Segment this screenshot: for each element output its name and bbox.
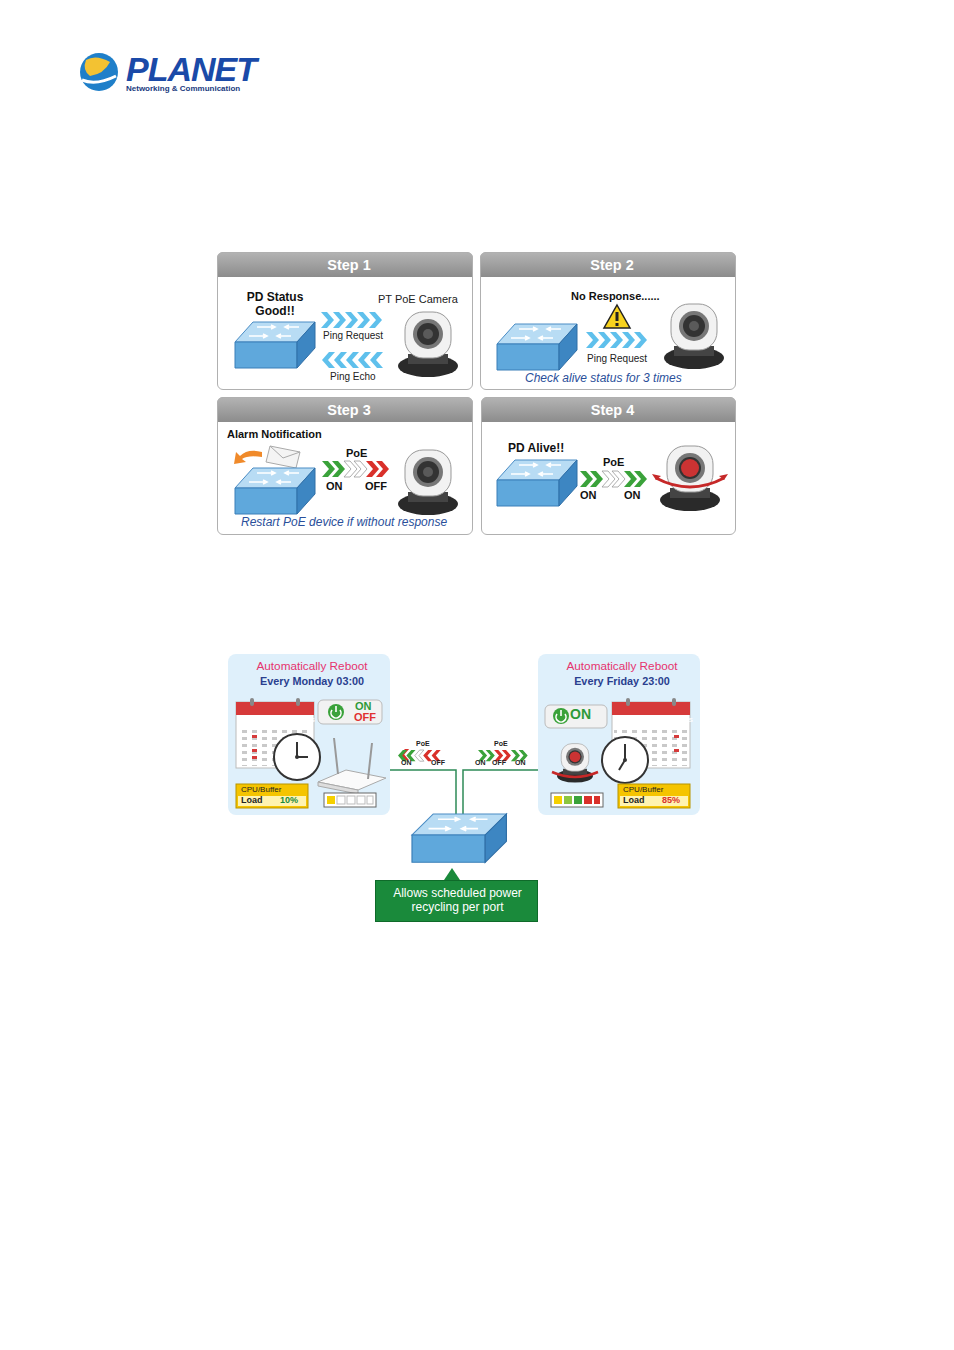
step-panel: Step 1PD Status Good!!PT PoE CameraPing … [217,252,473,390]
logo-text: PLANET [126,50,256,89]
poe-label: PoE [494,740,508,748]
label-text: Every Monday 03:00 [231,675,393,687]
label-text: ON [355,700,372,713]
label-text: S M T W T F S [617,717,696,724]
label-text: Load [241,795,263,805]
poe-label: ON [401,759,412,767]
label-text: PD Status Good!! [240,291,310,319]
label-text: Restart PoE device if without response [241,516,447,530]
label-text: PoE [603,456,624,469]
schedule-panel: Automatically RebootEvery Friday 23:00ON… [538,654,700,815]
label-text: CPU/Buffer [623,785,663,794]
label-text: PoE [346,447,367,460]
label-text: Automatically Reboot [541,659,703,673]
label-text: Ping Request [587,353,647,365]
label-text: ON [580,489,597,502]
label-text: PD Alive!! [508,442,564,456]
feature-box: Allows scheduled power recycling per por… [375,880,538,922]
label-text: CPU/Buffer [241,785,281,794]
poe-label: OFF [492,759,506,767]
label-text: S M T W T F S [239,717,318,724]
label-text: Step 4 [485,402,740,419]
label-text: PT PoE Camera [378,293,458,306]
logo-text: Networking & Communication [126,84,240,93]
label-text: Ping Echo [330,371,376,383]
step-panel: Step 3Alarm NotificationPoEONOFFRestart … [217,397,473,535]
label-text: No Response...... [571,290,660,303]
label-text: Step 1 [221,257,477,274]
label-text: Step 2 [484,257,740,274]
label-text: OFF [365,480,387,493]
label-text: Step 3 [221,402,477,419]
label-text: ON [326,480,343,493]
poe-label: OFF [431,759,445,767]
label-text: Allows scheduled power recycling per por… [380,887,535,915]
label-text: Ping Request [323,330,383,342]
label-text: Check alive status for 3 times [525,372,682,386]
poe-label: ON [515,759,526,767]
label-text: ON [570,706,591,722]
label-text: 10% [280,795,298,805]
label-text: 85% [662,795,680,805]
poe-label: ON [475,759,486,767]
poe-label: PoE [416,740,430,748]
label-text: Automatically Reboot [231,659,393,673]
label-text: ON [624,489,641,502]
label-text: Every Friday 23:00 [541,675,703,687]
schedule-panel: Automatically RebootEvery Monday 03:00 S … [228,654,390,815]
label-text: Load [623,795,645,805]
label-text: OFF [354,711,376,724]
step-panel: Step 4PD Alive!!PoEONON [481,397,736,535]
label-text: Alarm Notification [227,428,322,441]
step-panel: Step 2No Response......Ping RequestCheck… [480,252,736,390]
